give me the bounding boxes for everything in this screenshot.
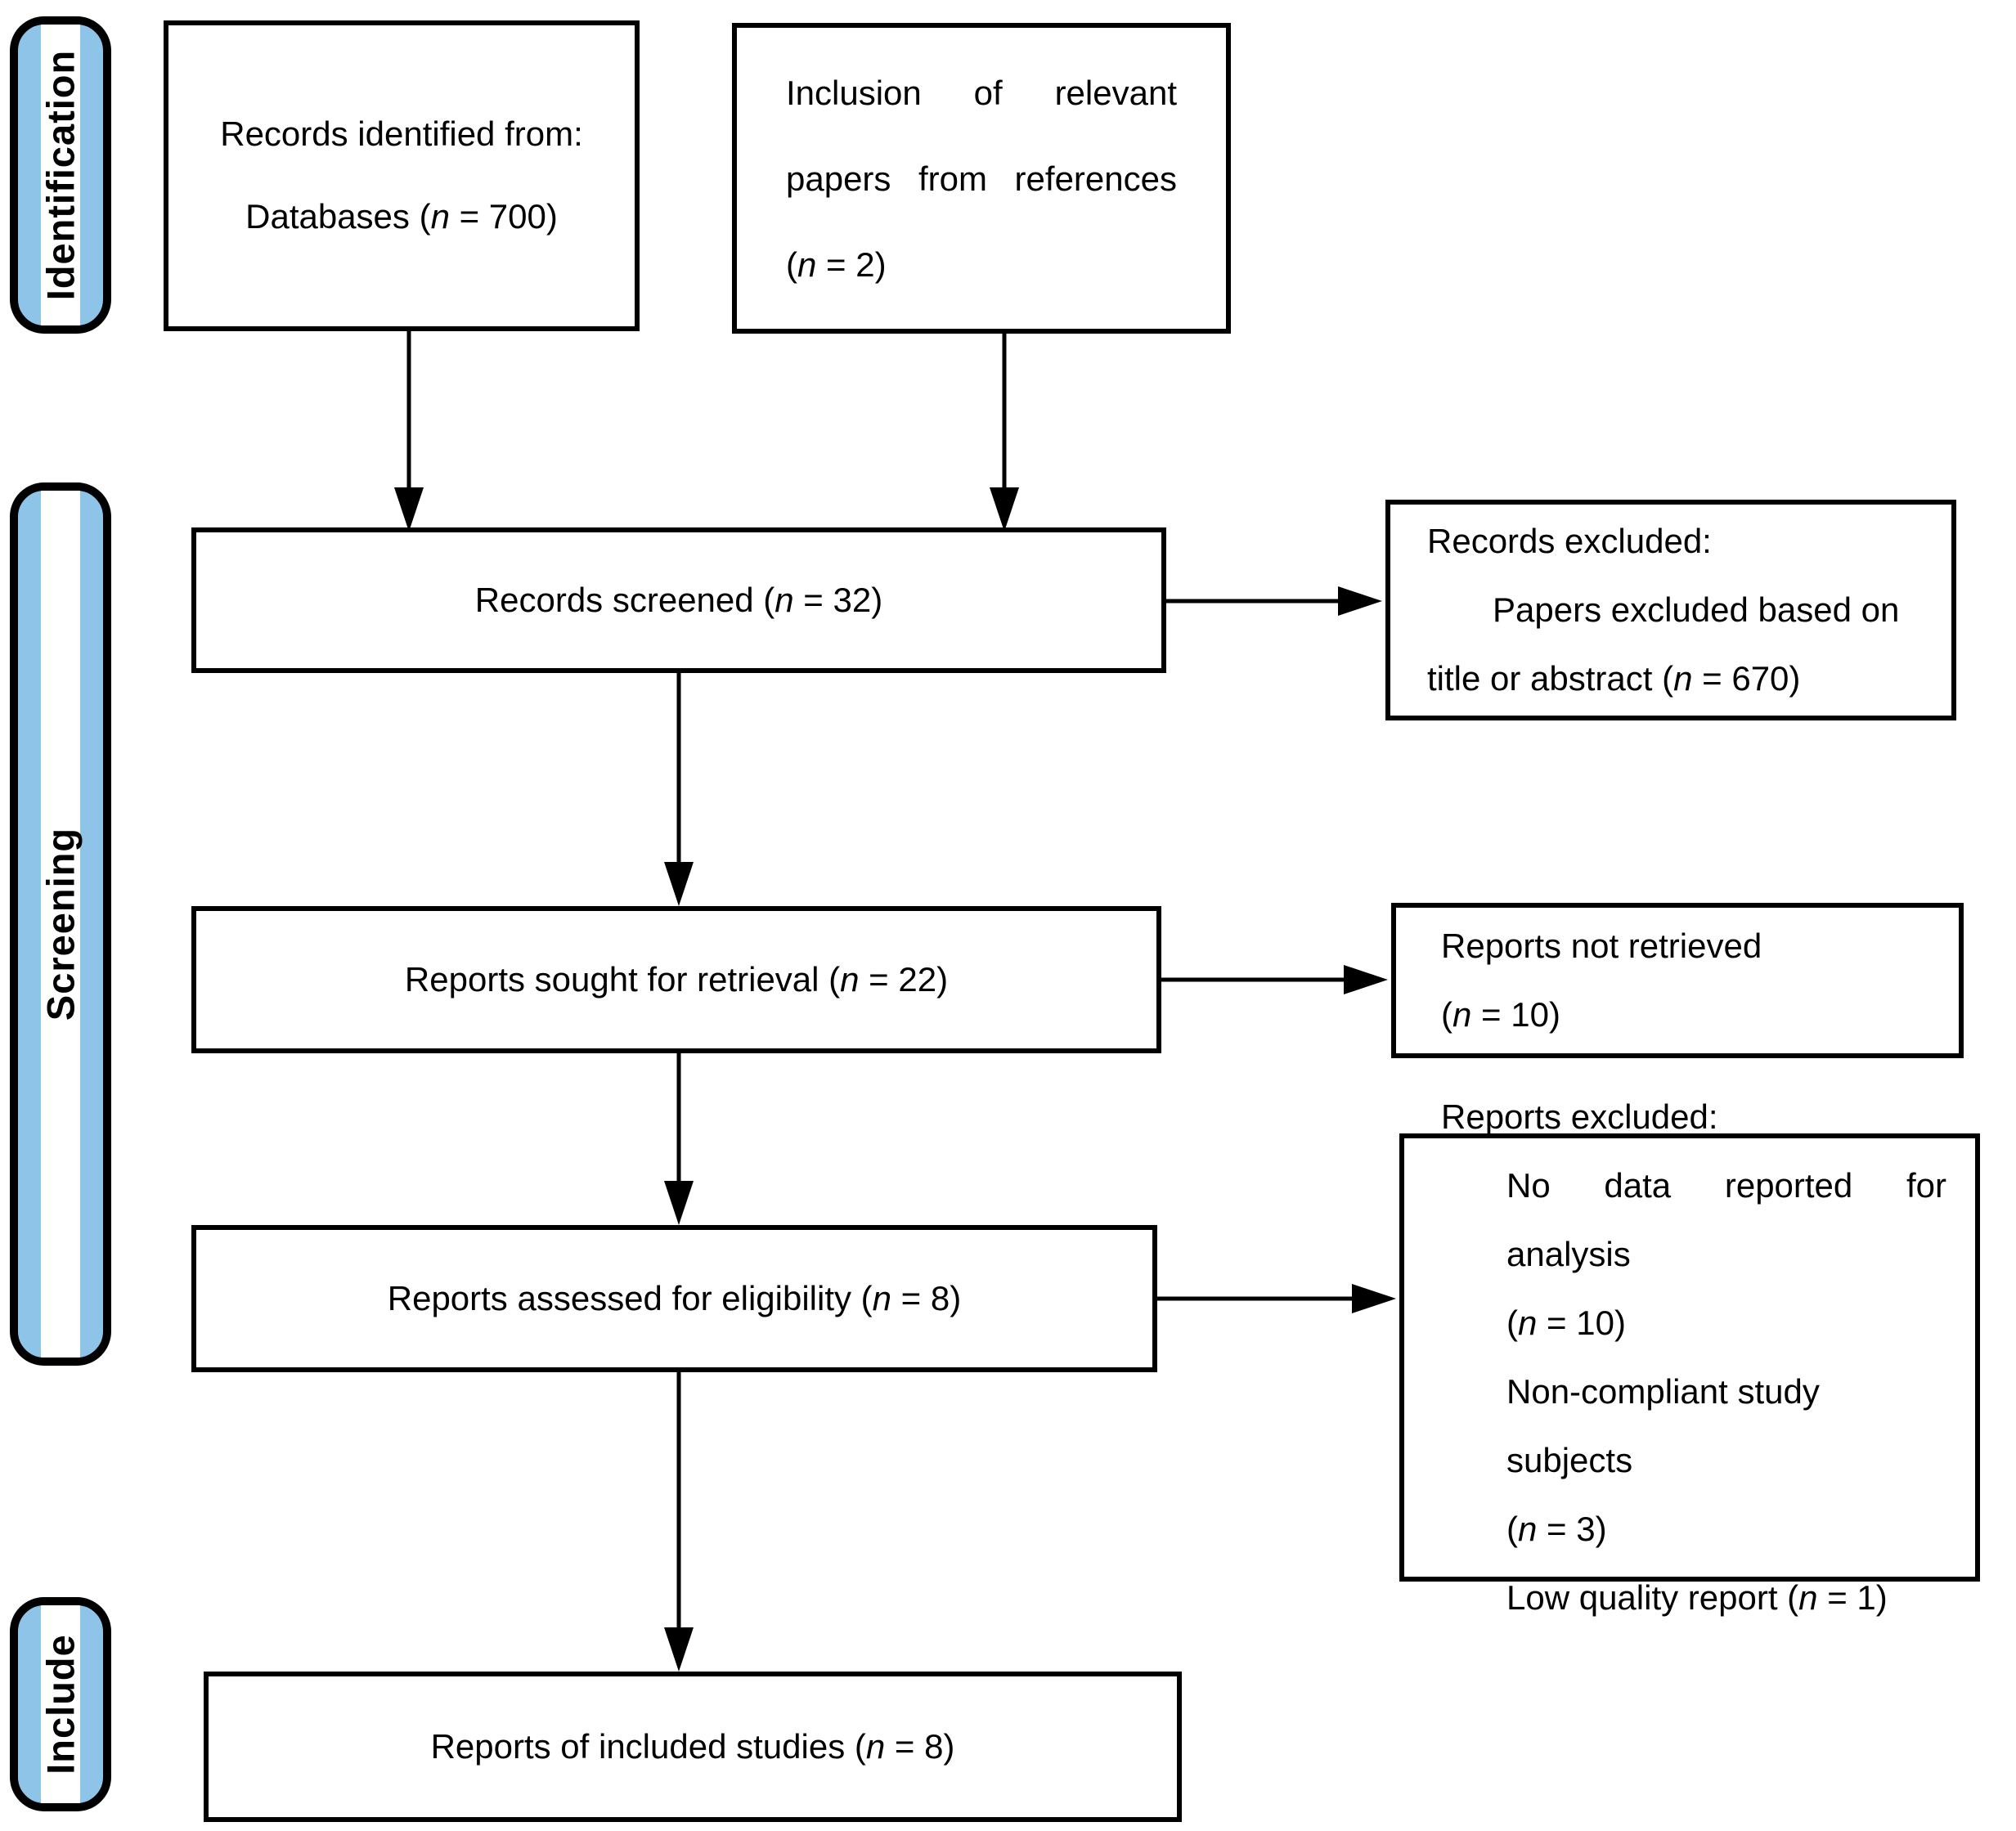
- box-reports-excluded: Reports excluded: No data reported for a…: [1399, 1097, 1980, 1617]
- box-inclusion-references: Inclusion of relevant papers from refere…: [732, 23, 1231, 334]
- arrow-assessed-to-included: [664, 1372, 694, 1672]
- box-line: (n = 10): [1506, 1304, 1626, 1342]
- arrow-screened-to-excluded: [1166, 586, 1382, 616]
- box-reports-not-retrieved: Reports not retrieved (n = 10): [1391, 903, 1964, 1058]
- box-records-identified: Records identified from: Databases (n = …: [164, 20, 640, 331]
- box-line: Databases (n = 700): [245, 197, 558, 236]
- box-line: Papers excluded based on: [1493, 590, 1900, 629]
- box-line: Reports of included studies (n = 8): [430, 1727, 955, 1766]
- box-records-screened: Records screened (n = 32): [191, 527, 1166, 673]
- box-line: Records identified from:: [220, 114, 583, 154]
- box-line: Reports assessed for eligibility (n = 8): [387, 1279, 962, 1317]
- arrow-identified-to-screened: [394, 331, 424, 532]
- arrow-sought-to-assessed: [664, 1053, 694, 1225]
- box-line: Inclusion of relevant: [786, 73, 1177, 112]
- box-line: (n = 2): [786, 245, 887, 284]
- box-line: Low quality report (n = 1): [1506, 1578, 1888, 1617]
- box-line: Reports excluded:: [1441, 1097, 1718, 1136]
- stage-label-screening: Screening: [10, 482, 111, 1366]
- box-line: Reports sought for retrieval (n = 22): [404, 960, 949, 999]
- box-line: papers from references: [786, 159, 1177, 198]
- box-line: title or abstract (n = 670): [1427, 659, 1801, 698]
- arrow-assessed-to-reports-excluded: [1157, 1284, 1396, 1313]
- box-line: No data reported for analysis: [1506, 1166, 1946, 1273]
- box-line: Records excluded:: [1427, 522, 1712, 560]
- arrow-references-to-screened: [990, 334, 1019, 532]
- stage-label-identification: Identification: [10, 16, 111, 334]
- arrow-screened-to-sought: [664, 673, 694, 906]
- box-reports-sought: Reports sought for retrieval (n = 22): [191, 906, 1161, 1053]
- box-line: Non-compliant study subjects: [1506, 1372, 1820, 1479]
- arrow-sought-to-not-retrieved: [1161, 965, 1388, 994]
- box-records-excluded: Records excluded: Papers excluded based …: [1385, 500, 1956, 720]
- box-line: (n = 10): [1441, 995, 1560, 1034]
- box-line: (n = 3): [1506, 1510, 1607, 1548]
- label-stripe: [41, 1605, 80, 1803]
- label-stripe: [41, 491, 80, 1358]
- box-reports-assessed: Reports assessed for eligibility (n = 8): [191, 1225, 1157, 1372]
- box-reports-included: Reports of included studies (n = 8): [204, 1672, 1182, 1822]
- box-line: Records screened (n = 32): [474, 581, 883, 619]
- stage-label-include: Include: [10, 1597, 111, 1811]
- label-stripe: [41, 25, 80, 325]
- box-line: Reports not retrieved: [1441, 927, 1762, 965]
